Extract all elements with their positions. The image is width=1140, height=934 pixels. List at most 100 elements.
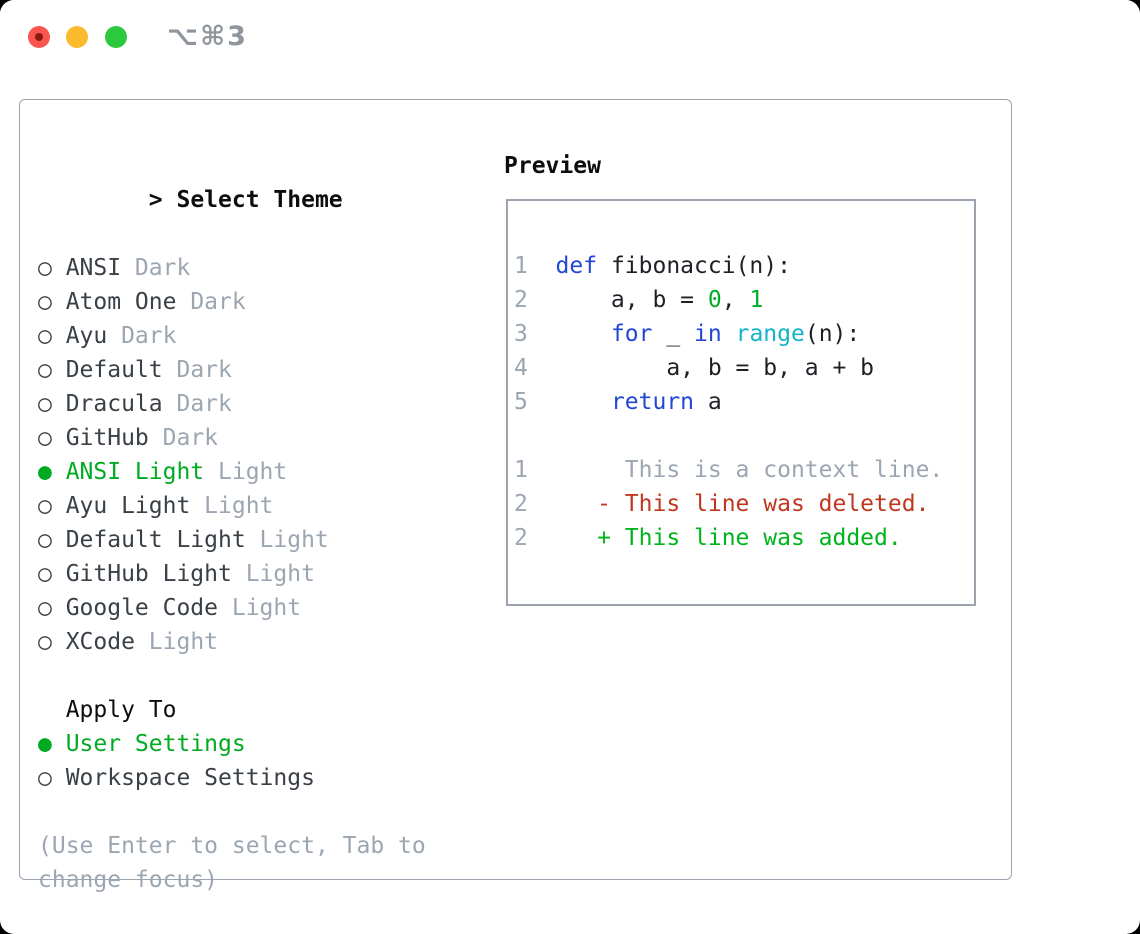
theme-variant-tag: Light (204, 493, 274, 519)
window-title: ⌥⌘3 (167, 21, 248, 52)
token-fg: a, b = (555, 287, 708, 313)
theme-name: Default (65, 357, 163, 383)
theme-name: Google Code (65, 595, 219, 621)
token-fg (556, 389, 611, 415)
theme-name: Default Light (65, 527, 246, 553)
token-keyword: in (694, 321, 722, 347)
theme-variant-tag: Dark (190, 289, 246, 315)
spacer-row (38, 659, 426, 693)
radio-unselected-icon: ○ (38, 595, 52, 621)
theme-variant-tag: Dark (134, 255, 191, 281)
token-fg: a (694, 389, 722, 415)
theme-variant-tag: Dark (162, 425, 219, 451)
token-fg (556, 321, 611, 347)
token-deleted: - This line was deleted. (555, 491, 930, 517)
theme-name: Dracula (65, 391, 163, 417)
apply-option-label: Workspace Settings (65, 765, 315, 791)
code-line: 2 a, b = 0, 1 (514, 283, 974, 317)
token-keyword: def (555, 253, 598, 279)
line-number: 2 (514, 491, 556, 517)
theme-name: GitHub Light (65, 561, 232, 587)
token-keyword: for (610, 321, 653, 347)
theme-name: GitHub (65, 425, 149, 451)
token-fg: (n): (804, 321, 861, 347)
theme-variant-tag: Light (231, 595, 302, 621)
theme-item-default-light[interactable]: ○ Default Light Light (38, 523, 426, 557)
theme-name: ANSI (65, 255, 122, 281)
line-number: 3 (514, 321, 556, 347)
theme-item-ayu-light[interactable]: ○ Ayu Light Light (38, 489, 426, 523)
radio-unselected-icon: ○ (38, 391, 52, 417)
theme-name: Ayu (65, 323, 108, 349)
theme-variant-tag: Light (218, 459, 288, 485)
theme-name: Atom One (65, 289, 177, 315)
prompt-caret-icon: > (148, 187, 163, 213)
radio-unselected-icon: ○ (38, 255, 52, 281)
line-number: 2 (514, 525, 556, 551)
theme-variant-tag: Light (245, 561, 315, 587)
token-added: + This line was added. (555, 525, 902, 551)
close-dot-icon (35, 33, 43, 41)
token-context: This is a context line. (555, 457, 944, 483)
theme-item-google-code[interactable]: ○ Google Code Light (38, 591, 426, 625)
line-number: 5 (514, 389, 556, 415)
radio-unselected-icon: ○ (38, 493, 52, 519)
theme-item-xcode[interactable]: ○ XCode Light (38, 625, 426, 659)
zoom-button-icon[interactable] (105, 26, 127, 48)
close-button-icon[interactable] (28, 26, 50, 48)
theme-variant-tag: Dark (176, 357, 232, 383)
code-line: 3 for _ in range(n): (514, 317, 974, 351)
theme-item-ayu[interactable]: ○ Ayu Dark (38, 319, 426, 353)
hint-line-1: (Use Enter to select, Tab to (38, 833, 426, 859)
radio-unselected-icon: ○ (38, 425, 52, 451)
radio-selected-icon: ● (38, 731, 52, 757)
theme-item-dracula[interactable]: ○ Dracula Dark (38, 387, 426, 421)
token-keyword: return (610, 389, 695, 415)
code-line: 5 return a (514, 385, 974, 419)
radio-unselected-icon: ○ (38, 765, 52, 791)
theme-item-ansi[interactable]: ○ ANSI Dark (38, 251, 426, 285)
theme-item-atom-one[interactable]: ○ Atom One Dark (38, 285, 426, 319)
hint-line-2: change focus) (38, 867, 219, 893)
apply-option-workspace-settings[interactable]: ○ Workspace Settings (38, 761, 426, 795)
theme-variant-tag: Light (259, 527, 329, 553)
theme-name: Ayu Light (65, 493, 191, 519)
token-fg (722, 321, 736, 347)
radio-selected-icon: ● (38, 459, 52, 485)
diff-context-line: 1 This is a context line. (514, 453, 974, 487)
token-fg: a, b = b, a + b (555, 355, 875, 381)
diff-deleted-line: 2 - This line was deleted. (514, 487, 974, 521)
spacer-row (38, 795, 426, 829)
theme-variant-tag: Dark (121, 323, 177, 349)
radio-unselected-icon: ○ (38, 323, 52, 349)
preview-title: Preview (504, 153, 601, 179)
radio-unselected-icon: ○ (38, 527, 52, 553)
blank-line (514, 419, 974, 453)
line-number: 1 (514, 253, 556, 279)
apply-to-title: Apply To (65, 697, 177, 723)
token-fg: , (721, 287, 750, 313)
radio-unselected-icon: ○ (38, 629, 52, 655)
line-number: 2 (514, 287, 556, 313)
titlebar: ⌥⌘3 (0, 0, 1140, 97)
line-number: 4 (514, 355, 556, 381)
theme-item-default[interactable]: ○ Default Dark (38, 353, 426, 387)
radio-unselected-icon: ○ (38, 357, 52, 383)
token-fg: fibonacci(n): (597, 253, 791, 279)
token-fg: _ (652, 321, 695, 347)
radio-unselected-icon: ○ (38, 289, 52, 315)
apply-option-user-settings[interactable]: ●User Settings (38, 727, 426, 761)
theme-variant-tag: Light (148, 629, 219, 655)
theme-variant-tag: Dark (176, 391, 232, 417)
token-number: 1 (749, 287, 764, 313)
code-line: 4 a, b = b, a + b (514, 351, 974, 385)
minimize-button-icon[interactable] (66, 26, 88, 48)
theme-item-github[interactable]: ○ GitHub Dark (38, 421, 426, 455)
apply-to-list: ●User Settings ○ Workspace Settings (38, 727, 426, 795)
theme-name: XCode (65, 629, 135, 655)
